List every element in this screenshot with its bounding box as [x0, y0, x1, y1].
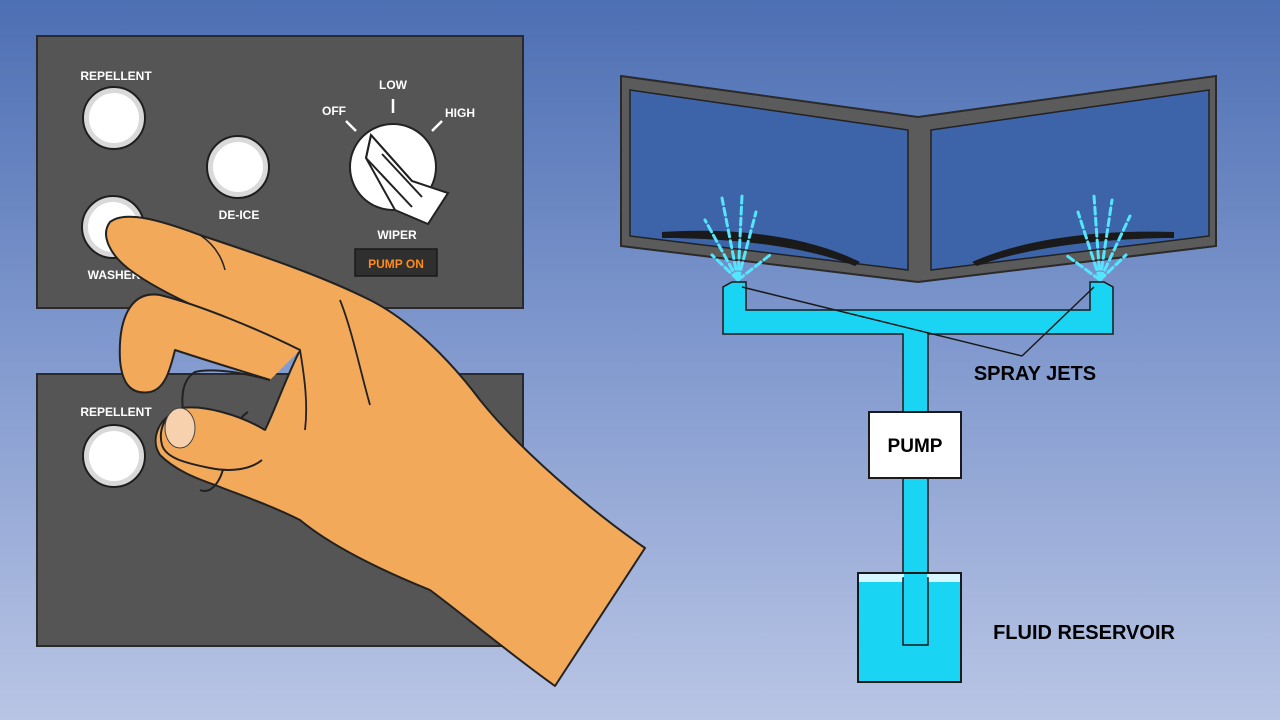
fluid-reservoir-label: FLUID RESERVOIR	[993, 622, 1175, 644]
wiper-off-label: OFF	[322, 104, 346, 118]
wiper-label: WIPER	[377, 228, 417, 242]
pump-box: PUMP	[868, 411, 962, 479]
windshield	[620, 74, 1217, 284]
fluid-piping	[722, 281, 1114, 645]
fluid-reservoir	[857, 572, 962, 683]
right-windshield-pane	[930, 89, 1210, 271]
lower-repellent-label: REPELLENT	[80, 405, 152, 419]
repellent-label: REPELLENT	[80, 69, 152, 83]
right-wiper-blade	[972, 231, 1174, 266]
wiper-selector-knob[interactable]	[349, 123, 450, 226]
left-spray-jet	[703, 194, 772, 282]
deice-button[interactable]	[206, 135, 270, 199]
pump-on-indicator	[354, 248, 438, 277]
left-windshield-pane	[629, 89, 909, 271]
repellent-button[interactable]	[82, 86, 146, 150]
wiper-off-tick	[345, 120, 357, 132]
spray-jets-callout	[741, 286, 1095, 357]
pump-on-text: PUMP ON	[368, 257, 424, 271]
pump-label: PUMP	[888, 436, 943, 457]
washer-label: WASHER	[88, 268, 141, 282]
spray-jets-label: SPRAY JETS	[974, 363, 1096, 385]
wiper-low-label: LOW	[379, 78, 408, 92]
hand-illustration	[105, 215, 646, 687]
left-wiper-blade	[662, 230, 860, 266]
lower-repellent-button[interactable]	[82, 424, 146, 488]
upper-control-panel: REPELLENT DE-ICE WASHER OFF LOW HIGH WIP…	[36, 35, 524, 309]
wiper-high-label: HIGH	[445, 106, 475, 120]
right-spray-jet	[1064, 194, 1132, 282]
deice-label: DE-ICE	[219, 208, 260, 222]
wiper-high-tick	[431, 120, 443, 132]
thumbnail	[164, 407, 196, 449]
